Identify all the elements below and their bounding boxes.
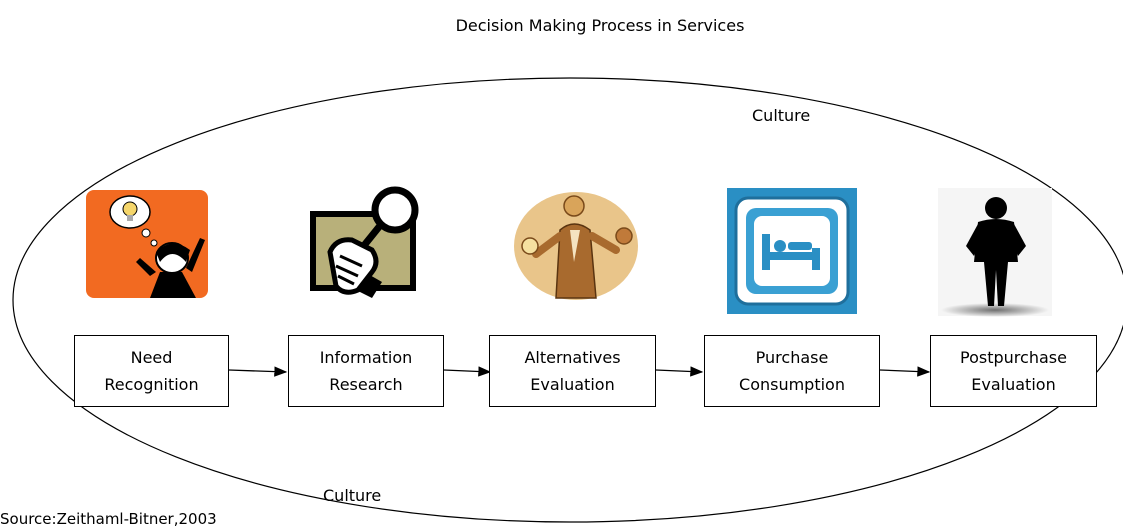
person-weighing-options-icon (514, 192, 638, 300)
step-postpurchase-evaluation: Postpurchase Evaluation (930, 335, 1097, 407)
hotel-bed-sign-icon (727, 188, 857, 314)
magnifying-glass-hand-icon (310, 186, 419, 298)
arrow-need-to-information (228, 366, 288, 377)
thinking-person-lightbulb-icon (86, 190, 208, 298)
diagram-title: Decision Making Process in Services (455, 16, 745, 35)
step-alternatives-evaluation: Alternatives Evaluation (489, 335, 656, 407)
step-purchase-consumption: Purchase Consumption (704, 335, 880, 407)
source-citation: Source:Zeithaml-Bitner,2003 (0, 510, 217, 528)
culture-ellipse (12, 77, 1123, 523)
step-need-recognition: Need Recognition (74, 335, 229, 407)
arrow-information-to-alternatives (443, 366, 492, 377)
arrow-alternatives-to-purchase (655, 366, 704, 377)
standing-silhouette-icon (938, 188, 1052, 317)
culture-label-top: Culture (752, 106, 811, 125)
step-information-research: Information Research (288, 335, 444, 407)
culture-label-bottom: Culture (323, 486, 382, 505)
arrow-purchase-to-postpurchase (879, 366, 931, 377)
